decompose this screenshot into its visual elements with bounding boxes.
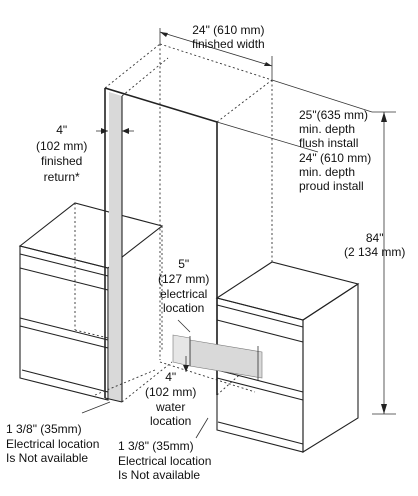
utility-dimensions xyxy=(177,319,191,372)
height-label: 84" (2 134 mm) xyxy=(344,231,406,259)
electrical-caption: electrical xyxy=(159,286,208,301)
electrical-location: location xyxy=(162,301,205,316)
width-dimension xyxy=(159,28,273,80)
note-bottom-caption: Electrical location xyxy=(118,453,212,468)
height-dimension xyxy=(372,111,396,415)
depth-proud-caption: min. depth xyxy=(299,164,356,179)
depth-proud-value: 24" (610 mm) xyxy=(299,150,372,165)
depth-flush-value: 25"(635 mm) xyxy=(299,108,368,122)
note-left-status: Is Not available xyxy=(6,451,89,465)
depth-flush-caption: min. depth xyxy=(299,122,356,137)
note-left-value: 1 3/8" (35mm) xyxy=(6,422,82,436)
height-value: 84" xyxy=(365,231,384,245)
width-caption: finished width xyxy=(192,36,265,51)
depth-label: 25"(635 mm) min. depth flush install 24"… xyxy=(299,108,371,193)
note-left: 1 3/8" (35mm) Electrical location Is Not… xyxy=(6,422,99,466)
depth-proud-type: proud install xyxy=(299,179,364,194)
leader-lines xyxy=(81,401,209,439)
electrical-label: 5" (127 mm) electrical location xyxy=(158,257,209,316)
return-dimension xyxy=(96,128,134,134)
water-location: location xyxy=(149,414,192,429)
note-bottom: 1 3/8" (35mm) Electrical location Is Not… xyxy=(118,439,211,483)
height-metric: (2 134 mm) xyxy=(344,244,406,259)
depth-flush-type: flush install xyxy=(299,136,359,151)
return-value: 4" xyxy=(56,123,68,137)
depth-dimension xyxy=(216,79,373,153)
note-left-caption: Electrical location xyxy=(6,436,100,451)
water-value: 4" xyxy=(165,370,177,384)
right-base-cabinet xyxy=(215,261,360,453)
electrical-metric: (127 mm) xyxy=(158,271,210,286)
electrical-value: 5" xyxy=(178,257,190,271)
width-value: 24" (610 mm) xyxy=(192,23,265,37)
return-note: return* xyxy=(43,169,80,184)
water-label: 4" (102 mm) water location xyxy=(145,370,196,429)
return-caption: finished xyxy=(40,154,83,168)
note-bottom-value: 1 3/8" (35mm) xyxy=(118,439,194,453)
utility-location-zone xyxy=(172,334,263,380)
return-label: 4" (102 mm) finished return* xyxy=(36,123,87,185)
note-bottom-status: Is Not available xyxy=(118,468,201,482)
water-metric: (102 mm) xyxy=(145,384,197,399)
water-caption: water xyxy=(156,399,186,414)
left-base-cabinet xyxy=(18,202,164,401)
width-label: 24" (610 mm) finished width xyxy=(192,23,265,51)
return-metric: (102 mm) xyxy=(36,138,88,153)
